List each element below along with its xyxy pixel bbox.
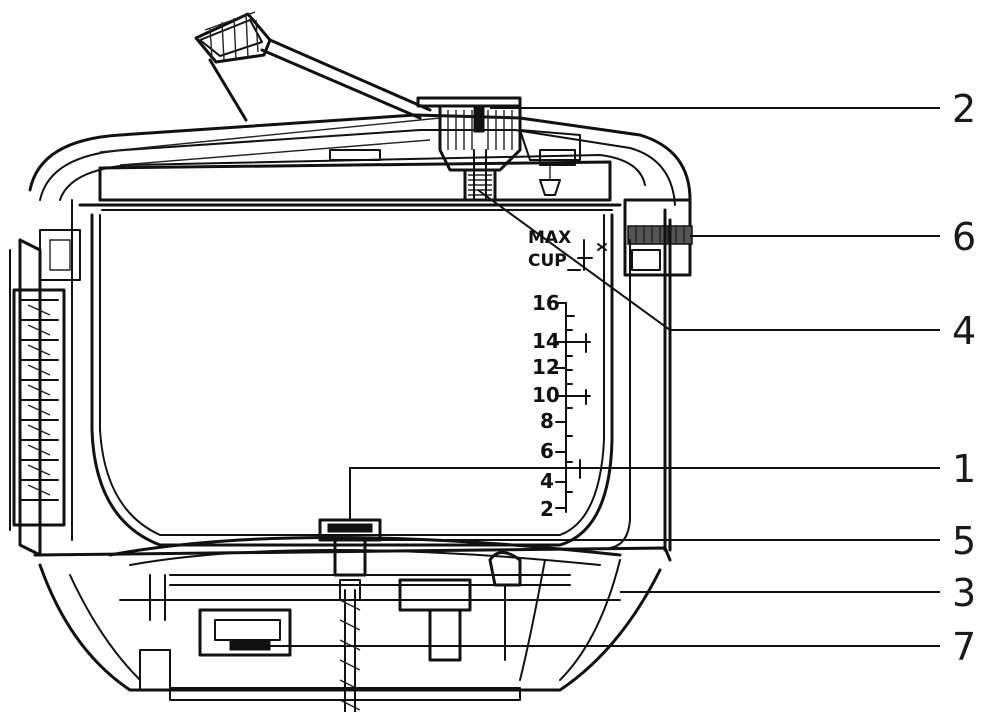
callout-1: 1 bbox=[952, 447, 976, 491]
scale-mark-6: 6 bbox=[540, 439, 554, 463]
pressure-valve bbox=[416, 96, 522, 202]
lid-handle bbox=[194, 11, 432, 122]
heating-plate bbox=[108, 518, 622, 601]
leader-line-1 bbox=[349, 467, 940, 520]
callout-3: 3 bbox=[952, 571, 976, 615]
control-panel bbox=[12, 229, 81, 527]
callout-6: 6 bbox=[952, 215, 976, 259]
callout-4: 4 bbox=[952, 309, 976, 353]
scale-mark-2: 2 bbox=[540, 497, 554, 521]
max-mark-label: MAX bbox=[528, 228, 571, 248]
float-valve bbox=[519, 129, 581, 196]
callout-2: 2 bbox=[952, 87, 976, 131]
scale-mark-12: 12 bbox=[532, 355, 560, 379]
leader-lines bbox=[250, 107, 940, 647]
callout-7: 7 bbox=[952, 625, 976, 669]
inner-pot bbox=[71, 199, 631, 549]
lid bbox=[28, 113, 692, 227]
callout-5: 5 bbox=[952, 519, 976, 563]
outer-housing bbox=[9, 208, 672, 692]
scale-mark-16: 16 bbox=[532, 291, 560, 315]
fill-marks: MAX CUP bbox=[528, 228, 607, 271]
scale-mark-14: 14 bbox=[532, 329, 560, 353]
cup-mark-label: CUP bbox=[528, 251, 567, 271]
callout-labels: 2 6 4 1 5 3 7 bbox=[952, 87, 976, 669]
scale-mark-8: 8 bbox=[540, 409, 554, 433]
scale-mark-4: 4 bbox=[540, 469, 554, 493]
scale-mark-10: 10 bbox=[532, 383, 560, 407]
leader-line-4 bbox=[477, 189, 940, 331]
cup-scale: 16 14 12 10 8 6 4 2 bbox=[532, 291, 591, 521]
lid-lock bbox=[623, 198, 693, 277]
base-internals bbox=[119, 551, 621, 712]
